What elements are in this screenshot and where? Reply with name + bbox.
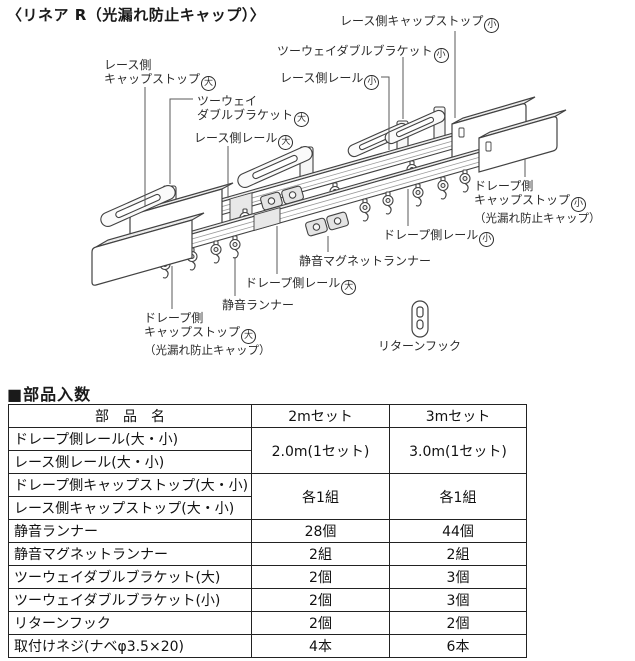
col-header-3m-set: 3mセット [389,404,527,428]
size-circle: 大 [201,75,217,91]
size-circle: 小 [479,232,495,247]
callout-two-way-bracket-large: ツーウェイ ダブルブラケット大 [197,94,310,127]
bracket-arms [100,109,446,227]
rail-isometric-drawing [91,31,567,338]
drape-cap-stop-large [91,212,205,286]
leader-lines [144,31,526,309]
callout-lace-rail-small: レース側レール小 [280,71,380,90]
qty-cell: 6本 [389,634,527,658]
page-title: 〈リネア R（光漏れ防止キャップ）〉 [7,6,266,24]
table-row: ドレープ側レール(大・小) 2.0m(1セット) 3.0m(1セット) [8,427,527,474]
qty-cell: 3個 [389,588,527,612]
part-name-cell: 静音マグネットランナー [8,542,252,566]
qty-cell: 各1組 [389,473,527,520]
table-row: 取付けネジ(ナベφ3.5×20) 4本 6本 [8,634,527,658]
qty-cell: 各1組 [251,473,390,520]
callout-lace-rail-large: レース側レール大 [194,131,294,150]
rail-diagram: レース側キャップストップ小 ツーウェイダブルブラケット小 レース側レール小 レー… [91,14,601,357]
lace-cap-stop-small [451,96,536,159]
qty-cell: 3.0m(1セット) [389,427,527,474]
qty-cell: 2.0m(1セット) [251,427,390,474]
callout-return-hook: リターンフック [378,339,462,353]
table-row: 静音マグネットランナー 2組 2組 [8,542,527,566]
table-row: ドレープ側キャップストップ(大・小) 各1組 各1組 [8,473,527,520]
callout-drape-cap-stop-large: ドレープ側 キャップストップ大 （光漏れ防止キャップ） [144,311,271,357]
callout-drape-rail-large: ドレープ側レール大 [245,276,357,295]
callout-silent-runner: 静音ランナー [222,298,295,312]
callout-lace-cap-stop-large: レース側 キャップストップ大 [104,58,217,91]
qty-cell: 3個 [389,565,527,589]
size-circle: 小 [433,48,449,63]
qty-cell: 2組 [251,542,390,566]
parts-count-section-title: ■部品入数 [7,385,92,404]
parts-count-table: 部 品 名 2mセット 3mセット ドレープ側レール(大・小) 2.0m(1セッ… [8,404,527,658]
drape-magnet-runner-pair [305,211,349,237]
part-name-cell: ツーウェイダブルブラケット(小) [8,588,252,612]
size-circle: 小 [364,75,380,90]
qty-cell: 28個 [251,519,390,543]
callout-drape-cap-stop-small: ドレープ側 キャップストップ小 （光漏れ防止キャップ） [474,179,601,225]
size-circle: 大 [294,111,310,127]
qty-cell: 4本 [251,634,390,658]
qty-cell: 44個 [389,519,527,543]
table-row: レース側レール(大・小) [8,450,527,474]
size-circle: 大 [341,280,357,295]
qty-cell: 2組 [389,542,527,566]
table-row: レース側キャップストップ(大・小) [8,496,527,520]
part-name-cell: ツーウェイダブルブラケット(大) [8,565,252,589]
col-header-2m-set: 2mセット [251,404,390,428]
table-row: ツーウェイダブルブラケット(大) 2個 3個 [8,565,527,589]
size-circle: 大 [241,328,257,344]
callout-two-way-bracket-small: ツーウェイダブルブラケット小 [277,44,449,63]
table-row: リターンフック 2個 2個 [8,611,527,635]
return-hook [411,300,429,338]
qty-cell: 2個 [251,565,390,589]
size-circle: 小 [571,196,587,212]
qty-cell: 2個 [251,611,390,635]
size-circle: 小 [484,18,500,33]
drape-cap-stop-small [478,109,567,173]
part-name-cell: 静音ランナー [8,519,252,543]
qty-cell: 2個 [251,588,390,612]
table-row: ツーウェイダブルブラケット(小) 2個 3個 [8,588,527,612]
part-name-cell: レース側レール(大・小) [8,450,252,474]
part-name-cell: ドレープ側レール(大・小) [8,427,252,451]
size-circle: 大 [278,135,294,150]
table-header-row: 部 品 名 2mセット 3mセット [8,404,527,428]
qty-cell: 2個 [389,611,527,635]
part-name-cell: リターンフック [8,611,252,635]
col-header-part-name: 部 品 名 [8,404,252,428]
callout-drape-rail-small: ドレープ側レール小 [383,228,495,247]
part-name-cell: ドレープ側キャップストップ(大・小) [8,473,252,497]
drape-rail-joint [253,207,281,232]
part-name-cell: レース側キャップストップ(大・小) [8,496,252,520]
part-name-cell: 取付けネジ(ナベφ3.5×20) [8,634,252,658]
callout-magnet-runner: 静音マグネットランナー [299,254,432,268]
table-row: 静音ランナー 28個 44個 [8,519,527,543]
callout-lace-cap-stop-small: レース側キャップストップ小 [340,14,500,33]
lace-magnet-runner-pair [260,185,304,211]
